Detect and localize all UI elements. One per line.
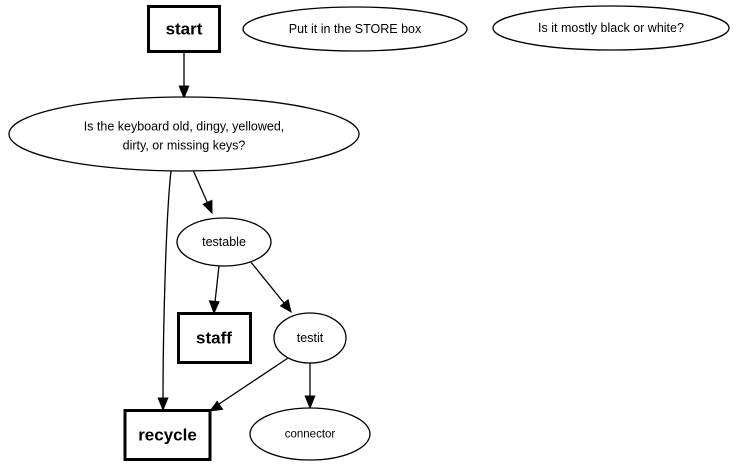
node-staff-shape[interactable] [177, 312, 252, 364]
arrowhead-icon [202, 199, 213, 215]
edge-testable-to-staff [208, 265, 220, 315]
edge-line [214, 265, 220, 303]
node-layer: start Put it in the STORE box Is it most… [8, 5, 730, 461]
node-connector[interactable]: connector [249, 407, 371, 461]
node-keyboard-question-label-line2: dirty, or missing keys? [123, 138, 246, 152]
edge-line [192, 169, 209, 205]
arrowhead-icon [208, 300, 220, 315]
edge-testable-to-testit [249, 260, 292, 314]
edge-line [162, 170, 172, 401]
edge-keyboard-to-recycle [157, 170, 172, 412]
edge-keyboard-to-testable [192, 169, 213, 215]
node-testable[interactable]: testable [176, 217, 272, 267]
node-black-or-white-shape[interactable] [492, 5, 730, 51]
node-connector-label: connector [285, 429, 336, 441]
edge-testit-to-recycle [208, 357, 289, 412]
node-recycle[interactable]: recycle [123, 409, 212, 461]
node-start-label: start [166, 19, 203, 38]
node-recycle-label: recycle [138, 425, 197, 444]
edge-layer [157, 52, 316, 412]
node-staff-label: staff [196, 328, 232, 347]
node-keyboard-question-shape[interactable] [8, 96, 360, 172]
node-connector-shape[interactable] [249, 407, 371, 461]
node-testable-label: testable [202, 235, 246, 249]
node-store-label: Put it in the STORE box [289, 22, 422, 36]
node-staff[interactable]: staff [177, 312, 252, 364]
edge-testit-to-connector [304, 363, 316, 410]
node-start-shape[interactable] [147, 5, 221, 53]
node-testit-shape[interactable] [273, 312, 347, 364]
arrowhead-icon [208, 400, 224, 412]
arrowhead-icon [279, 298, 292, 314]
edge-start-to-keyboard [178, 52, 190, 100]
node-testable-shape[interactable] [176, 217, 272, 267]
node-start[interactable]: start [147, 5, 221, 53]
node-black-or-white-label: Is it mostly black or white? [538, 21, 684, 35]
node-keyboard-question-label-line1: Is the keyboard old, dingy, yellowed, [84, 119, 285, 133]
edge-line [249, 260, 285, 304]
arrowhead-icon [304, 395, 316, 410]
arrowhead-icon [178, 85, 190, 100]
arrowhead-icon [157, 397, 169, 412]
node-store[interactable]: Put it in the STORE box [242, 6, 468, 52]
edge-line [218, 357, 289, 405]
node-keyboard-question[interactable]: Is the keyboard old, dingy, yellowed, di… [8, 96, 360, 172]
node-testit-label: testit [297, 331, 324, 345]
node-store-shape[interactable] [242, 6, 468, 52]
node-recycle-shape[interactable] [123, 409, 212, 461]
node-testit[interactable]: testit [273, 312, 347, 364]
node-black-or-white[interactable]: Is it mostly black or white? [492, 5, 730, 51]
